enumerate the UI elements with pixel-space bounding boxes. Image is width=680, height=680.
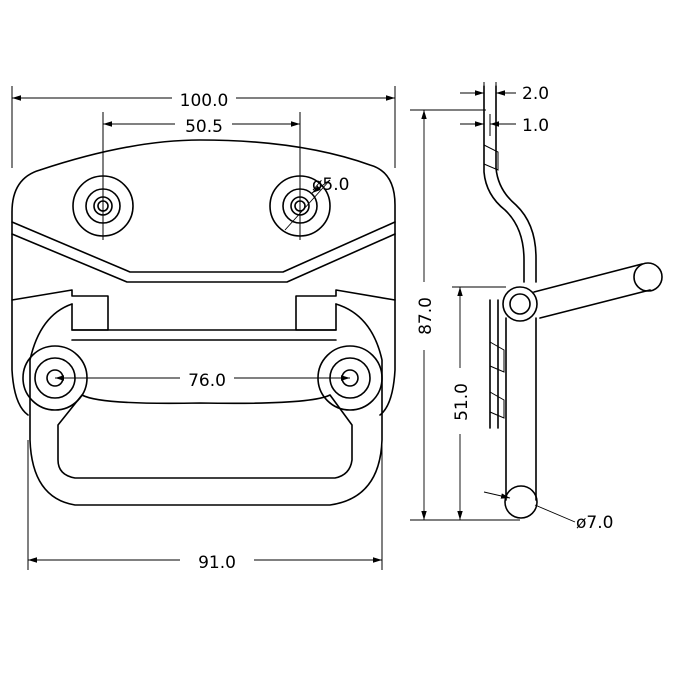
label-plate-thickness-inner: 1.0 <box>522 116 549 136</box>
dimension-hole-spacing-top: 50.5 <box>102 112 301 240</box>
dimension-handle-height: 51.0 <box>452 286 506 520</box>
dimension-total-height: 87.0 <box>410 109 520 521</box>
label-total-width: 100.0 <box>180 91 229 111</box>
dimension-handle-width: 91.0 <box>27 440 383 573</box>
handle-raised <box>533 263 651 319</box>
hinge-bar <box>71 329 337 341</box>
handle-rod-end <box>504 485 538 519</box>
dimension-handle-rod-diameter: ø7.0 <box>483 491 613 533</box>
side-view <box>483 85 663 519</box>
plate-bevel-lower <box>11 233 396 283</box>
dimension-plate-thickness-inner: 1.0 <box>460 114 549 136</box>
label-hole-diameter: ø5.0 <box>312 175 349 195</box>
label-hole-spacing-lower: 76.0 <box>188 371 226 391</box>
back-plate-outline <box>11 139 396 416</box>
label-hole-spacing-top: 50.5 <box>185 117 223 137</box>
plate-screw-mark-top <box>483 144 499 171</box>
label-total-height: 87.0 <box>416 297 436 335</box>
hinge-pin-outer <box>502 286 538 322</box>
right-hinge-tab <box>295 289 396 331</box>
side-plate-outer <box>483 85 525 283</box>
label-handle-width: 91.0 <box>198 553 236 573</box>
label-plate-thickness-outer: 2.0 <box>522 84 549 104</box>
dimension-total-width: 100.0 <box>11 86 396 168</box>
handle-hanging <box>505 317 537 501</box>
handle-raised-end <box>633 262 663 292</box>
side-lower-strip <box>489 299 499 429</box>
label-handle-height: 51.0 <box>452 383 472 421</box>
hinge-pin-inner <box>509 293 531 315</box>
dimension-hole-diameter: ø5.0 <box>284 175 349 231</box>
label-handle-rod-diameter: ø7.0 <box>576 513 613 533</box>
plate-screw-mark-bottom <box>489 341 505 419</box>
side-plate-inner <box>495 85 537 283</box>
handle-outer <box>29 303 383 506</box>
handle-inner <box>57 394 353 479</box>
dimension-hole-spacing-lower: 76.0 <box>55 371 350 391</box>
plate-bevel-upper <box>11 221 396 273</box>
dimension-plate-thickness-outer: 2.0 <box>460 82 549 110</box>
